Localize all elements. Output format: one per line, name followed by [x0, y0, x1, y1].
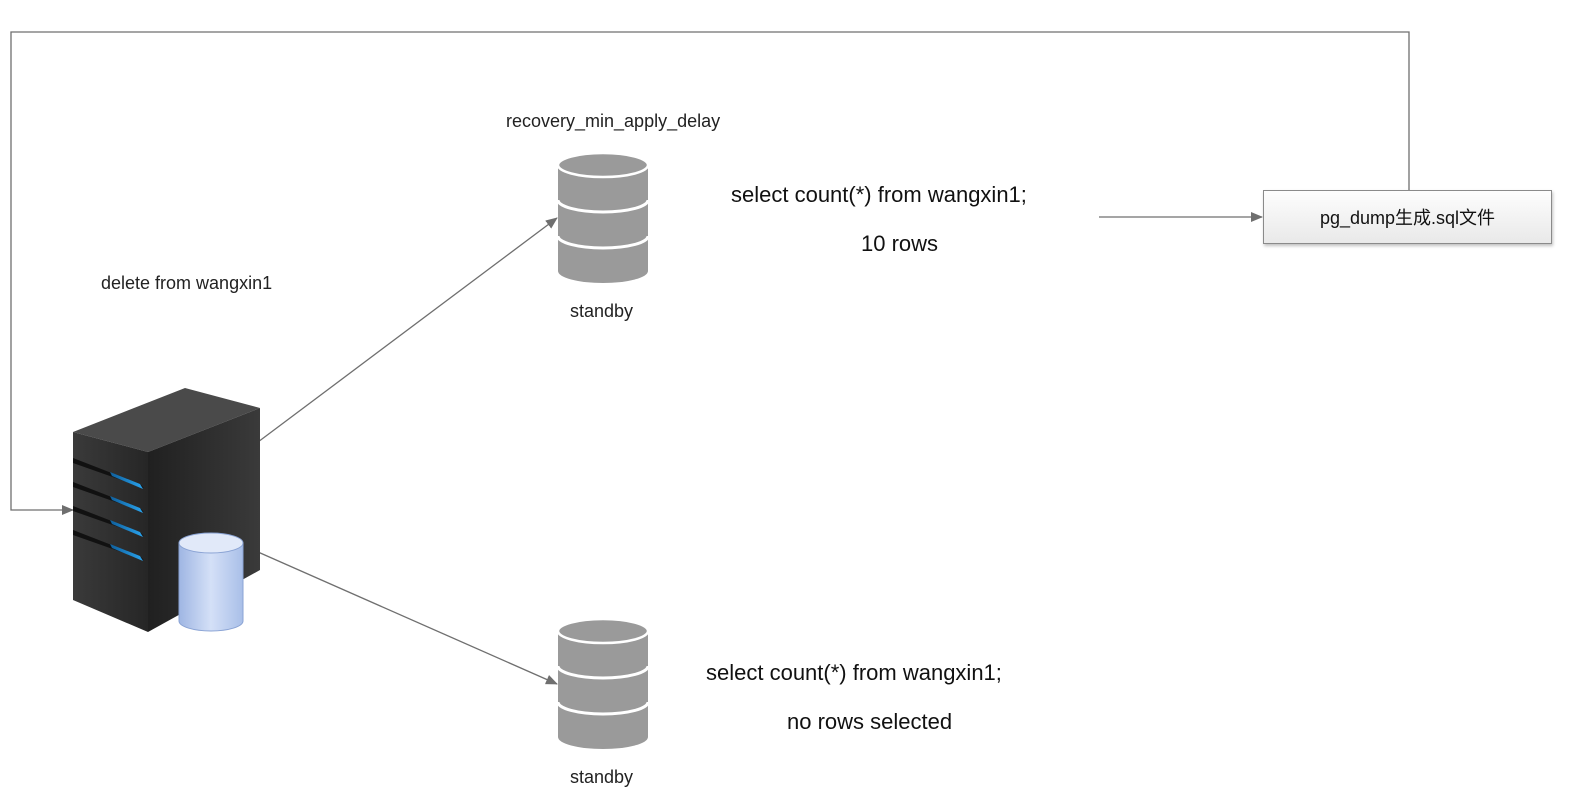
primary-database-icon	[178, 532, 244, 632]
replication-arrow-bottom	[257, 551, 558, 685]
standby-top-label: standby	[570, 301, 634, 321]
database-cylinder-icon-top	[556, 151, 650, 283]
standby-bottom-label: standby	[570, 767, 634, 787]
database-cylinder-icon-bottom	[556, 617, 650, 749]
query-bottom-label: select count(*) from wangxin1;	[706, 660, 1002, 685]
query-top-label: select count(*) from wangxin1;	[731, 182, 1027, 207]
feedback-connector	[10, 31, 1410, 515]
pg-dump-box: pg_dump生成.sql文件	[1263, 190, 1552, 244]
pg-dump-box-label: pg_dump生成.sql文件	[1319, 208, 1496, 228]
server-tower-with-database-icon	[73, 388, 260, 632]
replication-arrow-top	[257, 217, 558, 443]
result-bottom-label: no rows selected	[787, 709, 953, 734]
delay-parameter-label: recovery_min_apply_delay	[506, 111, 721, 131]
drive-bay-leds	[73, 458, 144, 561]
result-top-label: 10 rows	[861, 231, 939, 256]
delete-statement-label: delete from wangxin1	[101, 273, 273, 293]
